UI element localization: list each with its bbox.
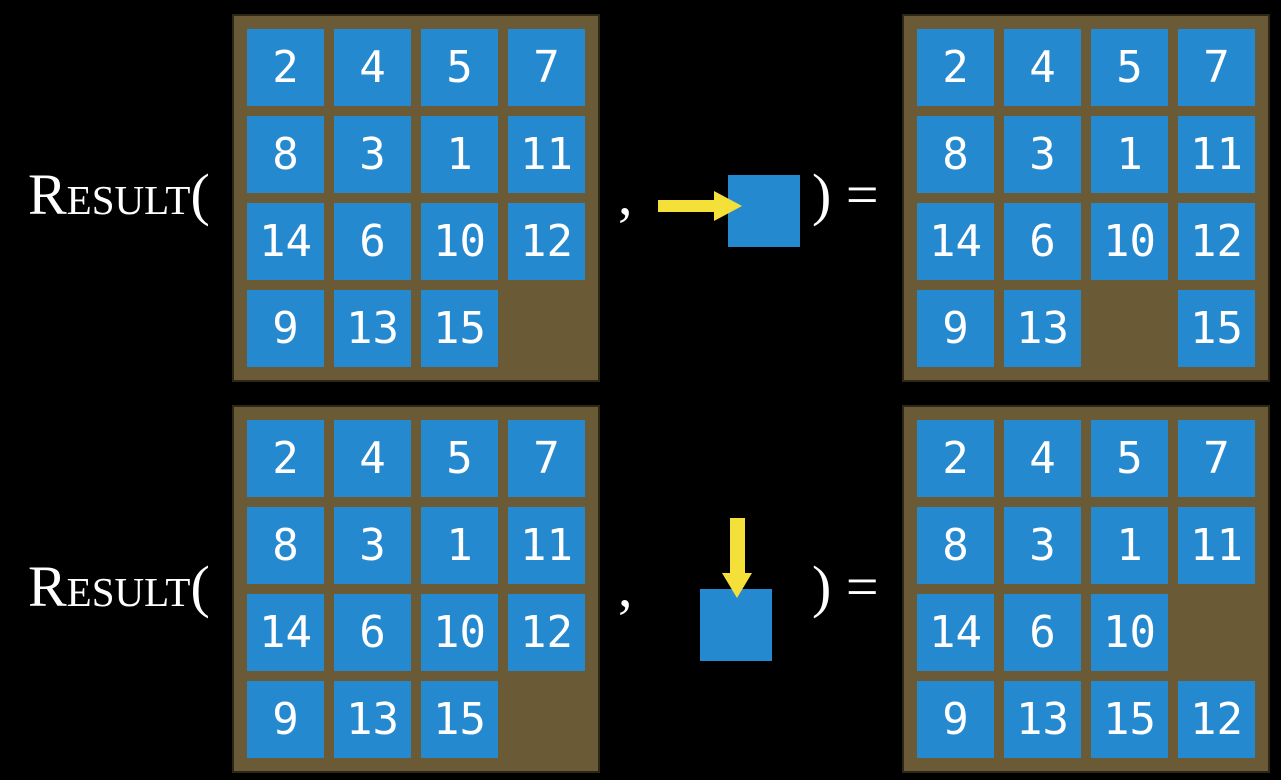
puzzle-tile-3: 3 [1004, 116, 1081, 193]
puzzle-tile-9: 9 [247, 290, 324, 367]
puzzle-tile-14: 14 [247, 203, 324, 280]
puzzle-tile-12: 12 [508, 203, 585, 280]
puzzle-tile-13: 13 [334, 681, 411, 758]
puzzle-tile-15: 15 [421, 290, 498, 367]
puzzle-tile-12: 12 [1178, 681, 1255, 758]
puzzle-tile-4: 4 [1004, 29, 1081, 106]
puzzle-tile-3: 3 [334, 507, 411, 584]
comma-separator: , [618, 554, 633, 619]
puzzle-tile-6: 6 [334, 203, 411, 280]
puzzle-tile-3: 3 [1004, 507, 1081, 584]
close-paren-equals: ) = [812, 554, 879, 619]
puzzle-tile-2: 2 [917, 420, 994, 497]
blank-cell [1091, 290, 1168, 367]
puzzle-tile-10: 10 [1091, 203, 1168, 280]
puzzle-tile-8: 8 [247, 507, 324, 584]
puzzle-tile-1: 1 [421, 507, 498, 584]
puzzle-tile-6: 6 [334, 594, 411, 671]
puzzle-tile-12: 12 [1178, 203, 1255, 280]
puzzle-tile-14: 14 [917, 594, 994, 671]
result-function-label: Result( [28, 554, 210, 619]
puzzle-tile-7: 7 [1178, 29, 1255, 106]
puzzle-tile-1: 1 [1091, 116, 1168, 193]
puzzle-tile-6: 6 [1004, 203, 1081, 280]
puzzle-tile-1: 1 [1091, 507, 1168, 584]
puzzle-tile-5: 5 [1091, 420, 1168, 497]
puzzle-tile-10: 10 [421, 203, 498, 280]
puzzle-tile-10: 10 [421, 594, 498, 671]
close-paren-equals: ) = [812, 162, 879, 227]
puzzle-tile-3: 3 [334, 116, 411, 193]
puzzle-tile-15: 15 [421, 681, 498, 758]
puzzle-tile-9: 9 [247, 681, 324, 758]
puzzle-tile-11: 11 [508, 116, 585, 193]
puzzle-tile-1: 1 [421, 116, 498, 193]
puzzle-tile-13: 13 [1004, 290, 1081, 367]
puzzle-tile-15: 15 [1178, 290, 1255, 367]
right-arrow-icon [658, 191, 742, 221]
puzzle-tile-15: 15 [1091, 681, 1168, 758]
puzzle-tile-5: 5 [421, 420, 498, 497]
puzzle-tile-7: 7 [508, 420, 585, 497]
puzzle-tile-6: 6 [1004, 594, 1081, 671]
puzzle-tile-4: 4 [1004, 420, 1081, 497]
puzzle-tile-12: 12 [508, 594, 585, 671]
puzzle-tile-8: 8 [247, 116, 324, 193]
puzzle-tile-9: 9 [917, 290, 994, 367]
blank-cell [508, 290, 585, 367]
puzzle-tile-11: 11 [1178, 116, 1255, 193]
puzzle-tile-5: 5 [421, 29, 498, 106]
puzzle-tile-2: 2 [917, 29, 994, 106]
puzzle-tile-11: 11 [1178, 507, 1255, 584]
puzzle-tile-11: 11 [508, 507, 585, 584]
puzzle-tile-8: 8 [917, 116, 994, 193]
puzzle-tile-4: 4 [334, 420, 411, 497]
puzzle-tile-7: 7 [508, 29, 585, 106]
puzzle-tile-14: 14 [917, 203, 994, 280]
action-tile-square [728, 175, 800, 247]
result-function-label: Result( [28, 162, 210, 227]
blank-cell [1178, 594, 1255, 671]
down-arrow-icon [722, 518, 752, 598]
puzzle-tile-5: 5 [1091, 29, 1168, 106]
action-tile-square [700, 589, 772, 661]
puzzle-tile-8: 8 [917, 507, 994, 584]
puzzle-tile-13: 13 [1004, 681, 1081, 758]
puzzle-tile-2: 2 [247, 420, 324, 497]
puzzle-tile-4: 4 [334, 29, 411, 106]
puzzle-tile-7: 7 [1178, 420, 1255, 497]
puzzle-tile-2: 2 [247, 29, 324, 106]
blank-cell [508, 681, 585, 758]
puzzle-tile-13: 13 [334, 290, 411, 367]
puzzle-tile-10: 10 [1091, 594, 1168, 671]
comma-separator: , [618, 162, 633, 227]
puzzle-tile-9: 9 [917, 681, 994, 758]
puzzle-tile-14: 14 [247, 594, 324, 671]
